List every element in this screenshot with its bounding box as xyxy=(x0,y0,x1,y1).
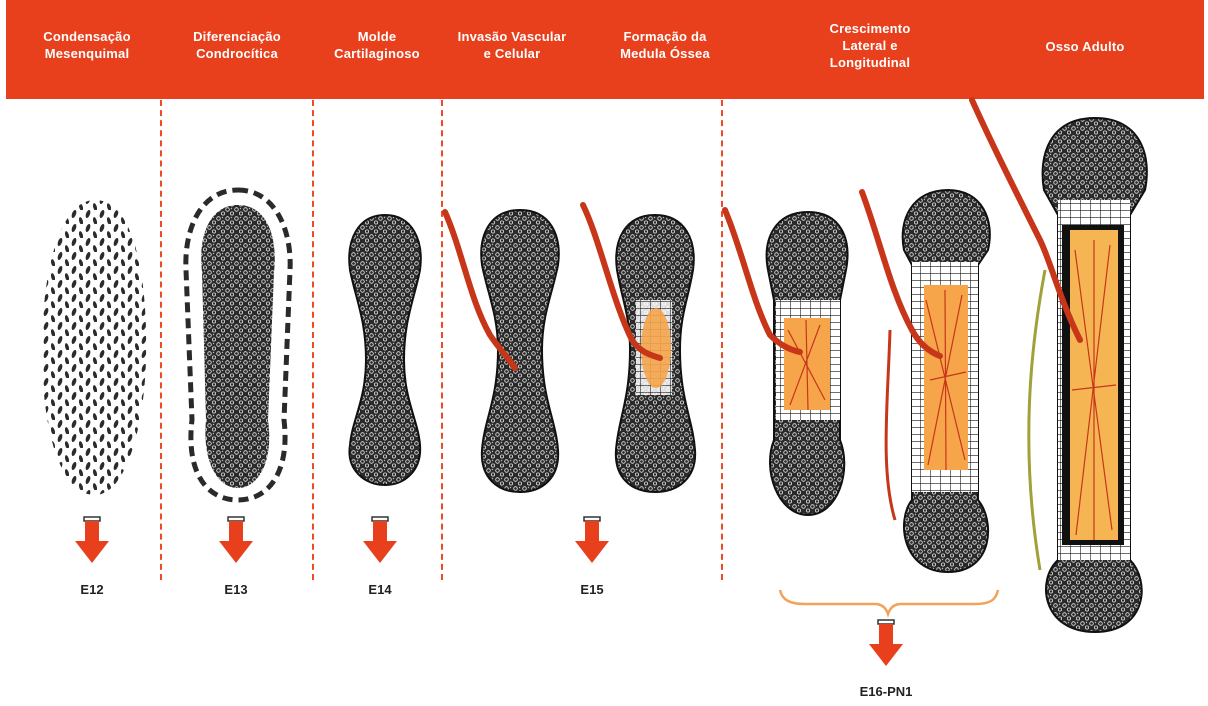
adult-bone xyxy=(972,100,1147,632)
age-range-brace xyxy=(780,590,998,614)
chondrocyte-differentiation xyxy=(186,190,290,500)
arrow-e13 xyxy=(219,517,253,563)
vascular-invasion xyxy=(445,210,559,492)
cartilage-mold xyxy=(349,215,421,485)
age-label-e12: E12 xyxy=(52,582,132,597)
mesenchymal-condensation xyxy=(42,200,146,495)
arrow-e16 xyxy=(869,620,903,666)
growth-bone-large xyxy=(862,190,990,572)
arrow-e14 xyxy=(363,517,397,563)
growth-bone-small xyxy=(725,210,847,515)
age-label-e16-pn1: E16-PN1 xyxy=(846,684,926,699)
age-label-e14: E14 xyxy=(340,582,420,597)
arrow-e12 xyxy=(75,517,109,563)
arrow-e15 xyxy=(575,517,609,563)
age-label-e13: E13 xyxy=(196,582,276,597)
marrow-formation xyxy=(583,205,695,492)
age-label-e15: E15 xyxy=(552,582,632,597)
